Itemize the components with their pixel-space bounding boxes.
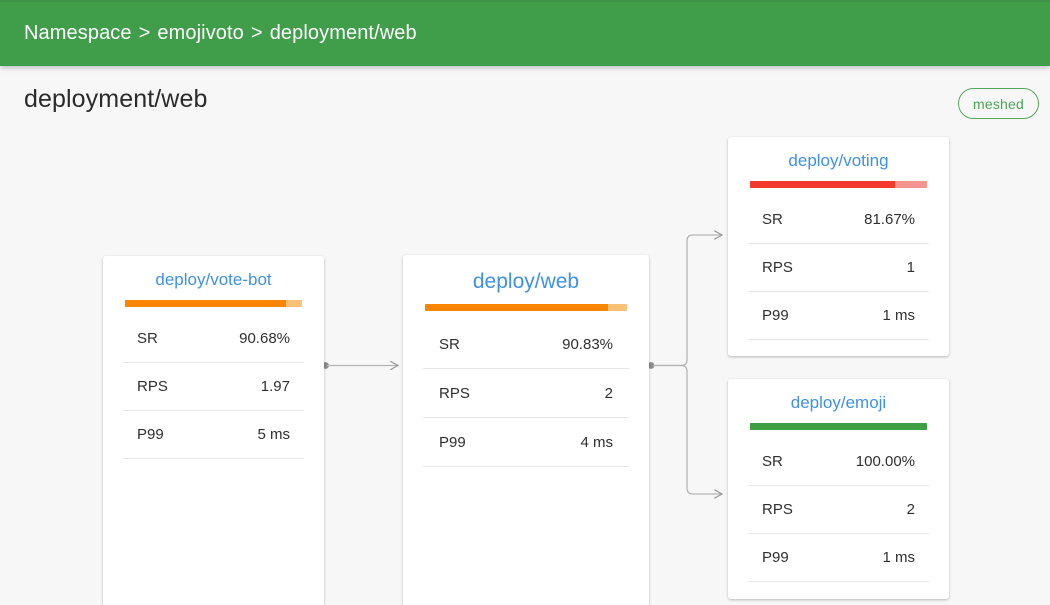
metric-value: 90.83% [562, 335, 613, 353]
metric-value: 1 ms [882, 307, 915, 324]
metric-label: SR [439, 335, 460, 353]
metrics-list-voting: SR 81.67% RPS 1 P99 1 ms [748, 196, 929, 340]
metric-row-sr: SR 90.68% [123, 315, 304, 363]
status-badge: meshed [957, 88, 1039, 119]
breadcrumb-item-emojivoto[interactable]: emojivoto [157, 21, 244, 44]
metric-value: 2 [604, 384, 613, 402]
graph-node-voting[interactable]: deploy/voting SR 81.67% RPS 1 P99 1 ms [728, 137, 949, 356]
metric-row-sr: SR 90.83% [423, 320, 629, 369]
metric-row-rps: RPS 2 [423, 369, 629, 418]
metrics-list-web: SR 90.83% RPS 2 P99 4 ms [423, 320, 629, 467]
metric-label: P99 [762, 549, 789, 566]
metric-label: RPS [762, 501, 793, 518]
success-rate-bar-web [425, 304, 627, 311]
metric-label: RPS [439, 384, 470, 402]
breadcrumb-separator: > [250, 21, 263, 44]
metric-value: 100.00% [855, 453, 915, 470]
metric-label: RPS [137, 378, 168, 395]
edge-votebot-to-web [322, 362, 398, 369]
metric-value: 1 [906, 259, 915, 276]
metric-value: 2 [906, 501, 915, 518]
metric-row-p99: P99 1 ms [748, 292, 929, 340]
graph-node-emoji[interactable]: deploy/emoji SR 100.00% RPS 2 P99 1 ms [728, 379, 949, 599]
metric-row-p99: P99 1 ms [748, 534, 929, 582]
graph-node-vote-bot[interactable]: deploy/vote-bot SR 90.68% RPS 1.97 P99 5… [103, 256, 324, 605]
page-title: deployment/web [24, 85, 208, 113]
breadcrumb-item-deployment-web[interactable]: deployment/web [269, 21, 417, 44]
metric-row-rps: RPS 1 [748, 244, 929, 292]
edge-web-to-emoji [653, 364, 722, 495]
topology-graph: deploy/vote-bot SR 90.68% RPS 1.97 P99 5… [0, 136, 1050, 605]
node-title-emoji[interactable]: deploy/emoji [790, 393, 887, 412]
breadcrumb-separator: > [138, 21, 151, 44]
metric-label: SR [762, 453, 783, 470]
metric-value: 1.97 [260, 378, 290, 395]
success-rate-bar-vote-bot [125, 300, 302, 307]
metric-row-sr: SR 81.67% [748, 196, 929, 244]
metric-value: 81.67% [864, 211, 915, 228]
app-header-bar: Namespace > emojivoto > deployment/web [0, 0, 1050, 66]
metric-row-rps: RPS 1.97 [123, 363, 304, 411]
success-rate-bar-fill [425, 304, 609, 311]
graph-node-web[interactable]: deploy/web SR 90.83% RPS 2 P99 4 ms [403, 255, 649, 605]
metric-label: P99 [762, 307, 789, 324]
metric-label: P99 [439, 433, 466, 451]
node-title-voting[interactable]: deploy/voting [788, 151, 889, 170]
metric-label: SR [137, 330, 158, 347]
metric-row-sr: SR 100.00% [748, 438, 929, 486]
metrics-list-emoji: SR 100.00% RPS 2 P99 1 ms [748, 438, 929, 582]
metric-row-p99: P99 4 ms [423, 418, 629, 467]
metric-value: 4 ms [580, 433, 613, 451]
page-title-row: deployment/web meshed [0, 66, 1050, 136]
metric-row-rps: RPS 2 [748, 486, 929, 534]
success-rate-bar-emoji [750, 423, 927, 430]
success-rate-bar-fill [750, 423, 927, 430]
breadcrumb: Namespace > emojivoto > deployment/web [24, 0, 417, 66]
metric-label: SR [762, 211, 783, 228]
success-rate-bar-fill [125, 300, 286, 307]
metric-value: 1 ms [882, 549, 915, 566]
metric-value: 90.68% [239, 330, 290, 347]
node-title-web[interactable]: deploy/web [472, 270, 580, 293]
metric-label: RPS [762, 259, 793, 276]
edge-web-to-voting [647, 235, 722, 369]
metrics-list-vote-bot: SR 90.68% RPS 1.97 P99 5 ms [123, 315, 304, 459]
metric-label: P99 [137, 426, 164, 443]
metric-value: 5 ms [257, 426, 290, 443]
success-rate-bar-voting [750, 181, 927, 188]
node-title-vote-bot[interactable]: deploy/vote-bot [155, 270, 272, 289]
success-rate-bar-fill [750, 181, 895, 188]
graph-edges [322, 136, 1050, 605]
metric-row-p99: P99 5 ms [123, 411, 304, 459]
breadcrumb-item-namespace[interactable]: Namespace [24, 21, 132, 44]
